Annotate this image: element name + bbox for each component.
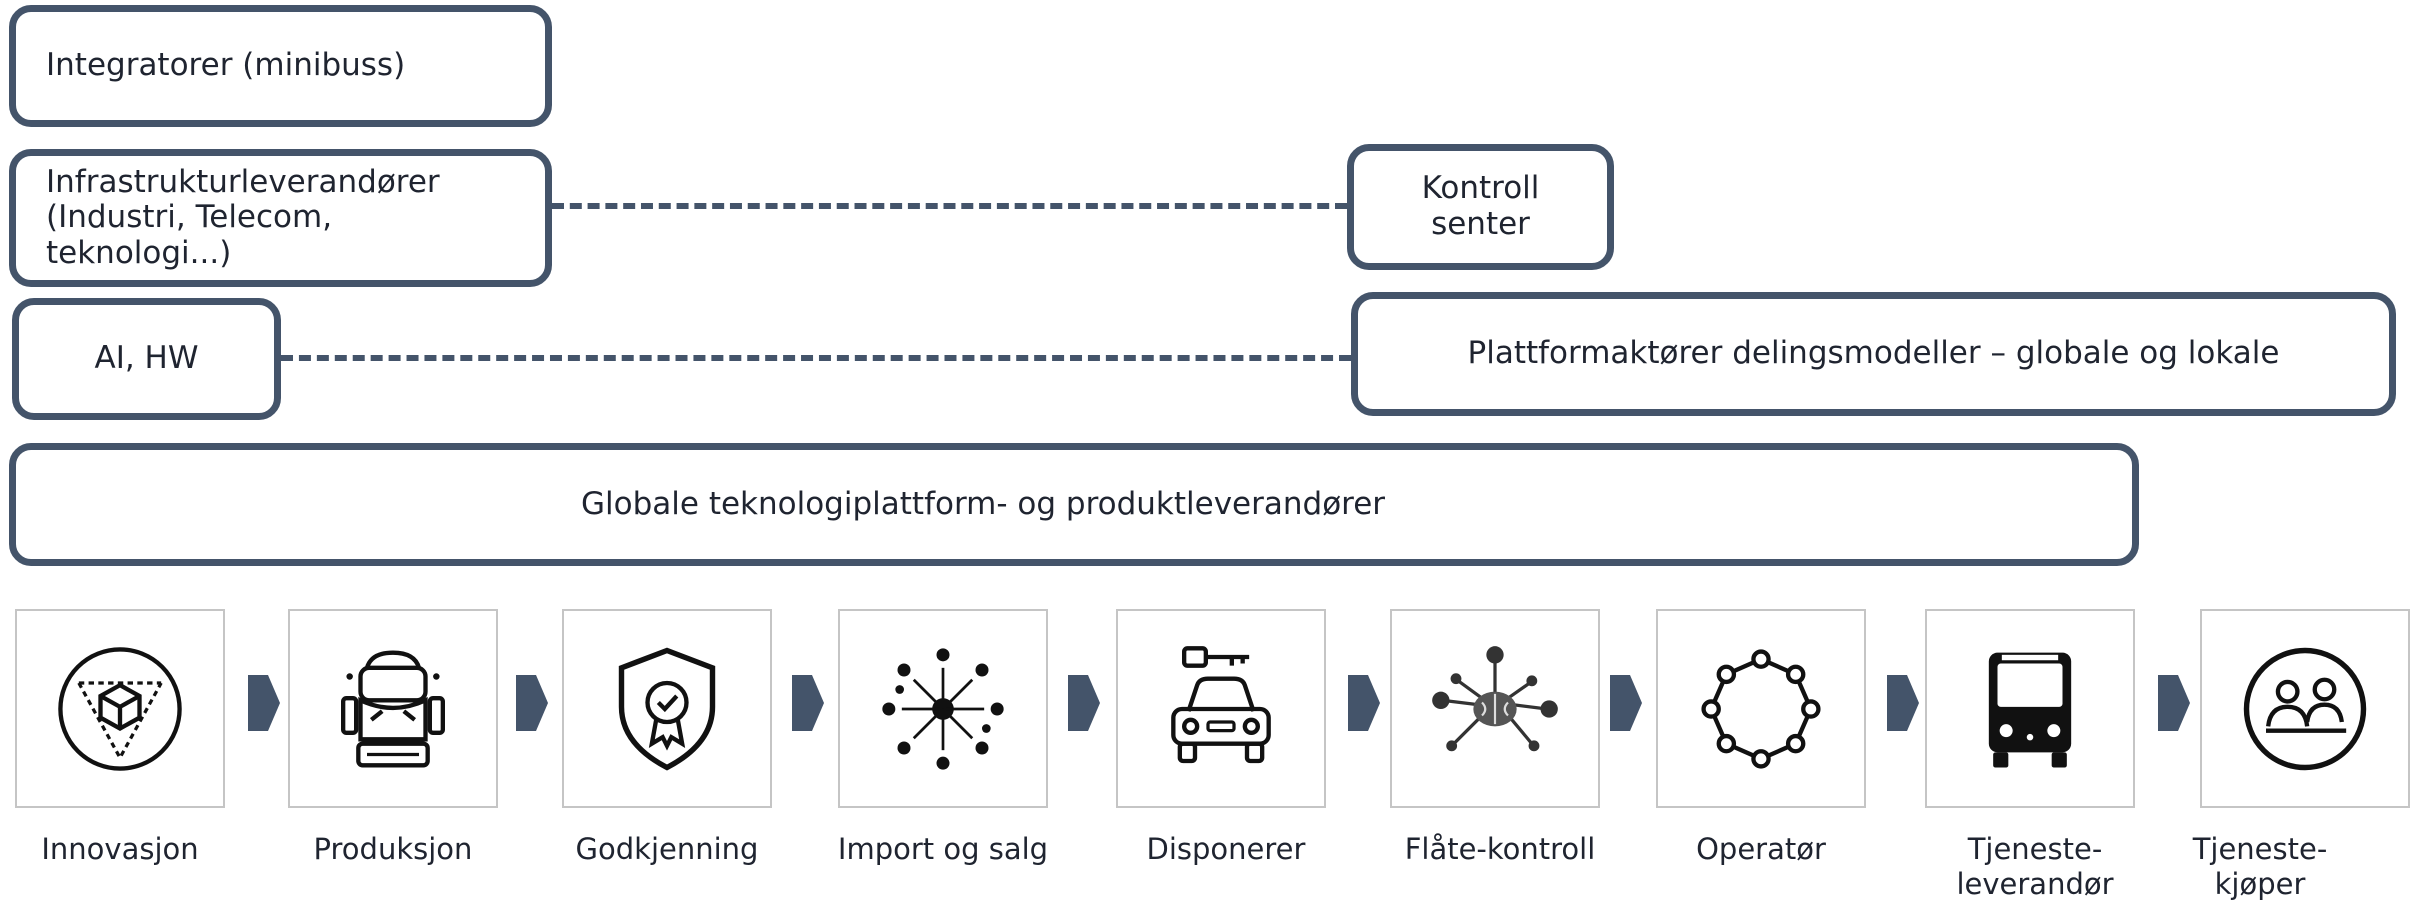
chain-arrow-8 (2158, 675, 2190, 731)
tile-import-og-salg (838, 609, 1048, 808)
car-key-icon (1171, 645, 1271, 763)
global-tech-label: Globale teknologiplattform- og produktle… (581, 485, 1386, 522)
connector-infrastructure-control (552, 203, 1347, 209)
tile-tjenestekjoper (2200, 609, 2410, 808)
tile-flate-kontroll (1390, 609, 1600, 808)
distribution-network-icon (882, 647, 1004, 770)
chain-arrow-6 (1610, 675, 1642, 731)
tile-innovasjon (15, 609, 225, 808)
tile-operator (1656, 609, 1866, 808)
chain-arrow-1 (248, 675, 280, 731)
tile-produksjon (288, 609, 498, 808)
label-import-og-salg: Import og salg (837, 832, 1049, 866)
platform-actors-box: Plattformaktører delingsmodeller – globa… (1351, 292, 2396, 416)
car-production-icon (341, 649, 445, 767)
brain-network-icon (1432, 645, 1558, 751)
ai-hw-label: AI, HW (94, 340, 199, 377)
control-center-label: Kontroll senter (1421, 170, 1540, 242)
control-center-box: Kontroll senter (1347, 144, 1614, 270)
chain-arrow-3 (792, 675, 824, 731)
label-innovasjon: Innovasjon (41, 832, 199, 866)
ai-hw-box: AI, HW (12, 298, 281, 420)
label-operator: Operatør (1696, 832, 1826, 866)
label-disponerer: Disponerer (1146, 832, 1306, 866)
integrators-label: Integratorer (minibuss) (46, 47, 406, 84)
chain-arrow-2 (516, 675, 548, 731)
global-tech-box: Globale teknologiplattform- og produktle… (9, 443, 2139, 566)
label-tjenesteleverandor: Tjeneste- leverandør (1956, 832, 2114, 901)
label-tjenestekjoper: Tjeneste- kjøper (2192, 832, 2328, 901)
label-flate-kontroll: Flåte-kontroll (1404, 832, 1596, 866)
integrators-box: Integratorer (minibuss) (9, 5, 552, 127)
infrastructure-label: Infrastrukturleverandører (Industri, Tel… (46, 163, 440, 271)
service-buyers-icon (2243, 647, 2367, 770)
infrastructure-box: Infrastrukturleverandører (Industri, Tel… (9, 149, 552, 287)
connector-ai-platform (281, 355, 1351, 361)
chain-arrow-5 (1348, 675, 1380, 731)
approval-shield-icon (618, 647, 716, 771)
chain-arrow-4 (1068, 675, 1100, 731)
tile-godkjenning (562, 609, 772, 808)
tile-tjenesteleverandor (1925, 609, 2135, 808)
tile-disponerer (1116, 609, 1326, 808)
chain-arrow-7 (1887, 675, 1919, 731)
ring-network-icon (1701, 648, 1821, 769)
label-produksjon: Produksjon (313, 832, 473, 866)
innovation-cube-icon (58, 646, 182, 771)
platform-actors-label: Plattformaktører delingsmodeller – globa… (1467, 335, 2280, 372)
bus-icon (1988, 652, 2072, 767)
label-godkjenning: Godkjenning (575, 832, 759, 866)
